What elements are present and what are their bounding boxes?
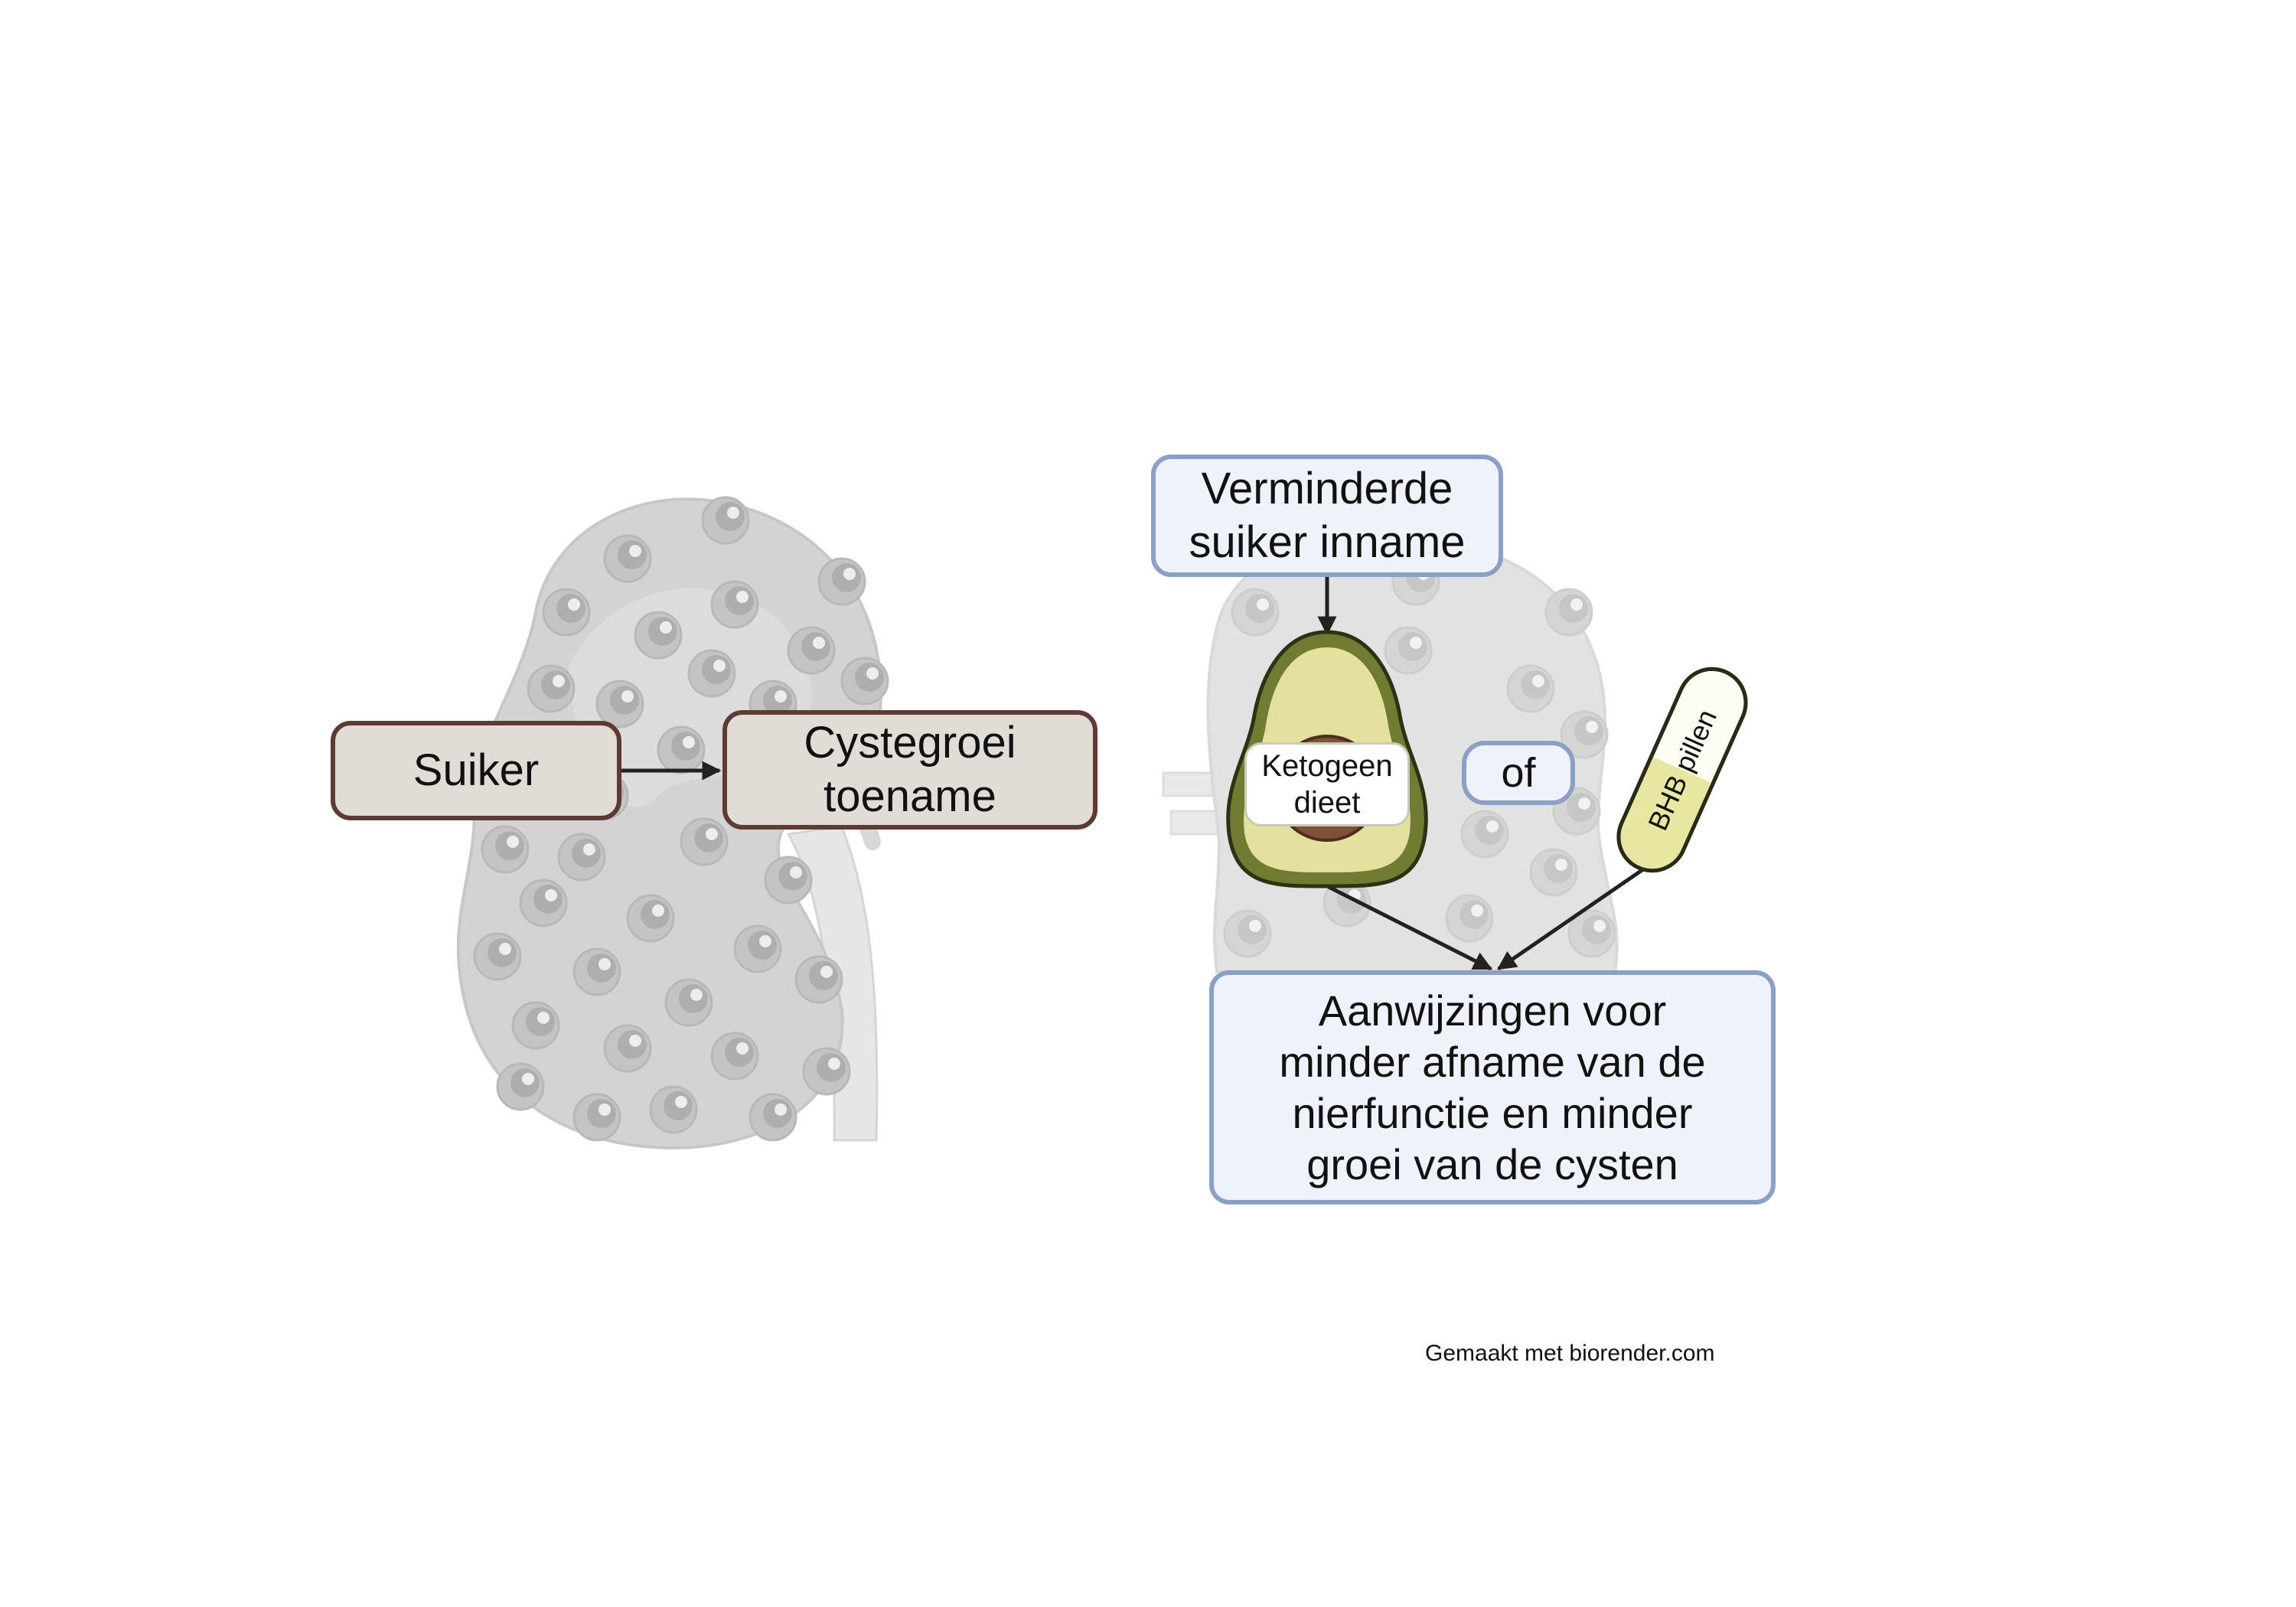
node-verminderde-suiker: Verminderde suiker inname xyxy=(1151,455,1503,577)
node-ketogeen-label: Ketogeen dieet xyxy=(1261,749,1393,820)
node-suiker-label: Suiker xyxy=(413,745,540,796)
node-verminderde-label: Verminderde suiker inname xyxy=(1189,464,1466,567)
node-of: of xyxy=(1462,741,1575,805)
node-aanwijzingen-label: Aanwijzingen voor minder afname van de n… xyxy=(1279,986,1706,1189)
node-cystegroei: Cystegroei toename xyxy=(722,710,1097,830)
arrow-avocado-to-aanwijzingen xyxy=(1326,884,1493,971)
node-ketogeen-dieet: Ketogeen dieet xyxy=(1244,742,1410,826)
arrows xyxy=(621,577,1647,971)
footer-credit: Gemaakt met biorender.com xyxy=(1425,1341,1715,1366)
node-aanwijzingen: Aanwijzingen voor minder afname van de n… xyxy=(1209,970,1776,1204)
node-of-label: of xyxy=(1501,749,1536,796)
node-suiker: Suiker xyxy=(331,721,621,820)
node-cystegroei-label: Cystegroei toename xyxy=(804,718,1016,821)
polycystic-kidney-icon xyxy=(456,496,889,1150)
capsule-pill-icon: BHB pillen xyxy=(1616,667,1748,873)
arrow-pill-to-aanwijzingen xyxy=(1496,865,1647,971)
